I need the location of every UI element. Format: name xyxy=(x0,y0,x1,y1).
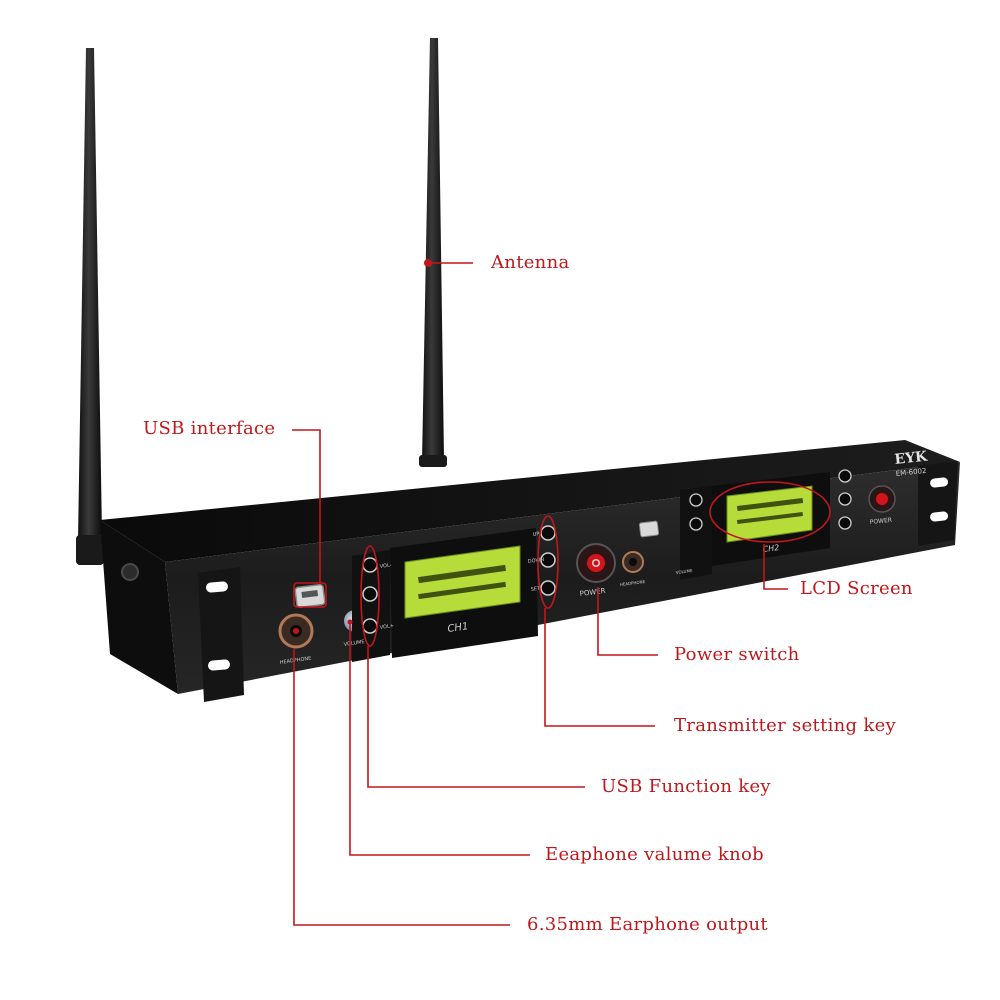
tx-key-label-up: UP xyxy=(532,531,539,538)
brand-logo: EYK xyxy=(894,449,929,468)
power-label-ch2: POWER xyxy=(869,517,892,526)
headphone-label-2: HEADPHONE xyxy=(620,579,646,587)
transmitter-setting-keys[interactable] xyxy=(540,525,556,596)
callout-lcd-screen: LCD Screen xyxy=(800,578,913,599)
tx-key-label-down: DOWN xyxy=(527,557,544,565)
power-switch-leader xyxy=(597,587,658,656)
callout-antenna: Antenna xyxy=(491,252,570,273)
usb-function-key-leader xyxy=(367,646,585,788)
usb-key-bezel-2 xyxy=(680,486,712,580)
usb-function-keys[interactable] xyxy=(362,557,378,634)
usb-interface-leader xyxy=(292,429,321,583)
earphone-callout-dot xyxy=(293,628,299,634)
tx-key-label-set: SET xyxy=(530,586,541,593)
ch2-lcd-segments xyxy=(737,497,804,525)
callout-usb-function-key: USB Function key xyxy=(601,776,771,797)
chassis-top xyxy=(100,440,960,562)
usb-key-label-2: VOL+ xyxy=(379,623,394,631)
lcd-screen-highlight xyxy=(709,481,831,543)
usb-port-2[interactable] xyxy=(638,520,660,538)
ch2-label: CH2 xyxy=(762,543,780,554)
callout-power-switch: Power switch xyxy=(674,644,800,665)
rack-ear-right xyxy=(918,461,958,546)
volume-label: VOLUME xyxy=(343,639,365,648)
ch1-lcd-segments xyxy=(418,564,506,600)
volume-knob-leader xyxy=(349,622,530,856)
chassis-side xyxy=(100,520,178,694)
power-label-ch1: POWER xyxy=(579,587,606,598)
headphone-jack-2[interactable] xyxy=(622,551,644,573)
volume-label-2: VOLUME xyxy=(676,568,694,575)
ch1-lcd-screen xyxy=(404,545,521,619)
lcd-screen-leader xyxy=(763,544,788,590)
antenna-left xyxy=(76,48,104,565)
callout-volume-knob: Eeaphone valume knob xyxy=(545,844,764,865)
power-button-ch2[interactable] xyxy=(868,485,896,513)
transmitter-key-leader xyxy=(544,608,655,727)
ch1-label: CH1 xyxy=(447,621,469,635)
headphone-label: HEADPHONE xyxy=(279,656,311,666)
usb-function-keys-2[interactable] xyxy=(689,493,703,531)
usb-key-label-1: VOL- xyxy=(379,562,392,570)
model-label: EM-6002 xyxy=(895,467,926,478)
transmitter-setting-keys-2[interactable] xyxy=(838,469,852,530)
earphone-output-leader xyxy=(293,648,510,926)
usb-port[interactable] xyxy=(294,583,326,609)
usb-interface-highlight xyxy=(293,582,327,608)
callout-transmitter-setting-key: Transmitter setting key xyxy=(674,715,897,736)
usb-function-key-highlight xyxy=(360,545,380,647)
callout-earphone-output: 6.35mm Earphone output xyxy=(527,914,768,935)
transmitter-key-highlight xyxy=(537,515,559,609)
callout-usb-interface: USB interface xyxy=(143,418,276,439)
antenna-right xyxy=(419,38,447,467)
rack-ear-left xyxy=(198,567,244,702)
power-callout-dot xyxy=(593,560,599,566)
side-screw xyxy=(121,563,139,581)
